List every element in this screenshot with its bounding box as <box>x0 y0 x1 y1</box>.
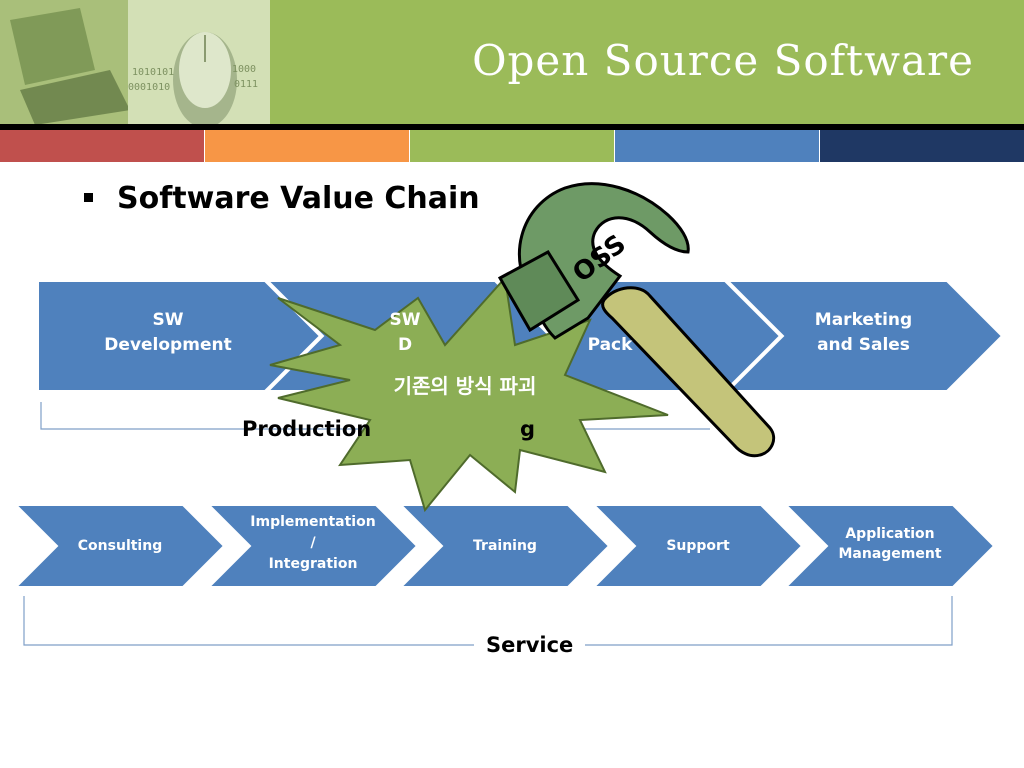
label-line: Management <box>838 546 942 563</box>
chevron-marketing <box>725 280 1004 392</box>
chevron-label-support: Support <box>633 536 763 556</box>
label-line: D <box>397 334 413 355</box>
svg-text:0001010: 0001010 <box>128 82 170 93</box>
svg-text:0111: 0111 <box>234 79 258 90</box>
label-line: SW <box>152 310 184 330</box>
chevron-label-training: Training <box>440 536 570 556</box>
label-line <box>570 308 650 333</box>
chevron-label-sw-development: SW Development <box>58 308 278 357</box>
svg-text:1000: 1000 <box>232 64 256 75</box>
label-line: Integration <box>268 556 358 572</box>
chevron-label-application-management: Application Management <box>815 524 965 565</box>
chevron-label-implementation: Implementation / Integration <box>238 512 388 575</box>
burst-text: 기존의 방식 파괴 <box>393 374 537 398</box>
label-line: Consulting <box>77 538 163 554</box>
chevron-implementation <box>206 504 419 588</box>
section-heading: Software Value Chain <box>117 181 480 216</box>
label-line: Training <box>473 538 537 554</box>
label-line: Application <box>845 526 935 542</box>
label-line: Marketing <box>814 310 913 330</box>
production-group-label-tail: g <box>520 417 536 441</box>
chevron-support <box>591 504 804 588</box>
chevron-label-consulting: Consulting <box>55 536 185 556</box>
stripe-green <box>410 130 614 162</box>
svg-text:1010101: 1010101 <box>132 67 174 78</box>
label-line: and Sales <box>817 334 910 355</box>
chevron-application-management <box>783 504 996 588</box>
label-line: Development <box>104 334 232 355</box>
stripe-orange <box>205 130 409 162</box>
label-line: SW <box>389 310 421 330</box>
bullet-marker <box>84 193 93 202</box>
label-line: Implementation <box>250 514 376 530</box>
service-group-label: Service <box>474 633 586 657</box>
chevron-consulting <box>13 504 226 588</box>
production-group-label: Production <box>242 417 372 441</box>
chevron-label-sw-d: SW D <box>345 308 465 357</box>
label-line: Pack <box>587 334 633 355</box>
chevron-label-marketing: Marketing and Sales <box>776 308 951 357</box>
laptop-mouse-image: 1010101 0001010 1000 0111 <box>0 0 270 125</box>
label-line: / <box>310 535 316 551</box>
label-line: Support <box>666 538 730 554</box>
header-divider <box>0 124 1024 130</box>
slide-title: Open Source Software <box>472 36 974 85</box>
stripe-navy <box>820 130 1024 162</box>
chevron-label-pack: Pack <box>570 308 650 357</box>
stripe-red <box>0 130 204 162</box>
stripe-blue <box>615 130 819 162</box>
chevron-training <box>398 504 611 588</box>
header-photo: 1010101 0001010 1000 0111 <box>0 0 270 125</box>
